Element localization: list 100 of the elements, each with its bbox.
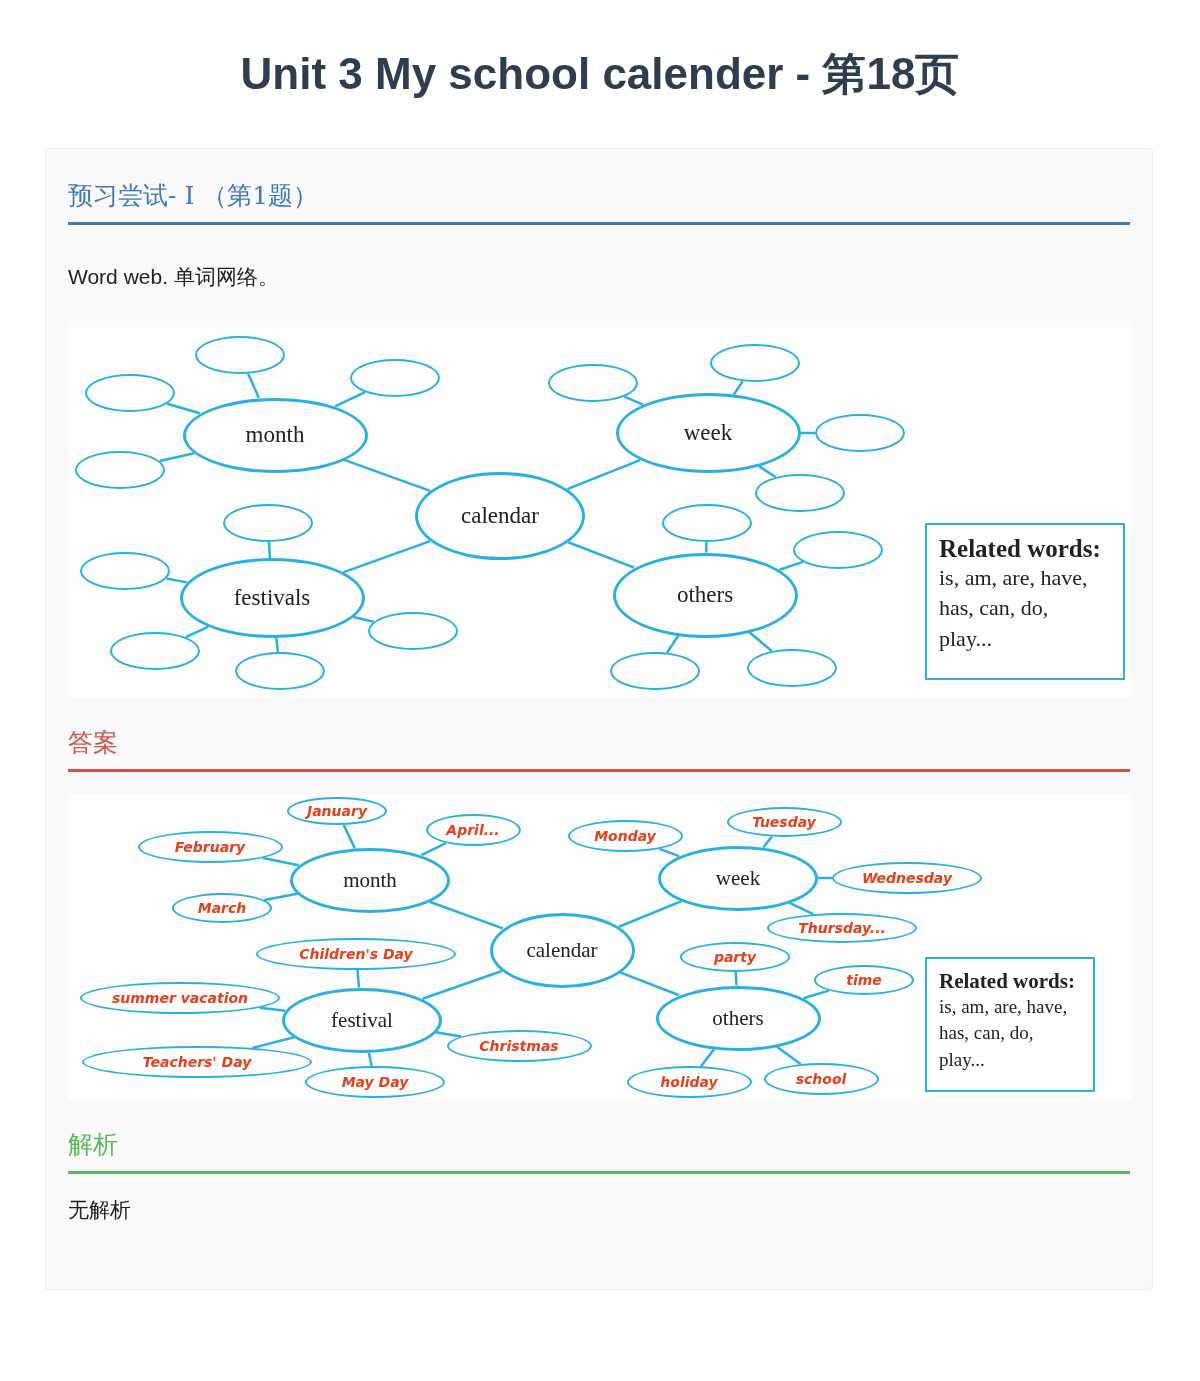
empty-ellipse xyxy=(195,336,285,374)
connector-line xyxy=(342,539,431,574)
connector-line xyxy=(166,577,188,584)
empty-ellipse xyxy=(80,552,170,590)
connector-line xyxy=(700,1048,716,1068)
empty-ellipse xyxy=(235,652,325,690)
empty-ellipse xyxy=(110,632,200,670)
box-text: is, am, are, have, has, can, do, play... xyxy=(939,994,1069,1072)
connector-line xyxy=(803,989,830,1000)
connector-line xyxy=(422,969,503,1000)
box-heading: Related words: xyxy=(939,968,1076,994)
connector-line xyxy=(185,625,209,639)
connector-line xyxy=(343,458,431,493)
empty-ellipse xyxy=(368,612,458,650)
empty-ellipse xyxy=(755,474,845,512)
topic-ellipse xyxy=(489,912,635,988)
connector-line xyxy=(356,969,361,988)
answer-word: Wednesday xyxy=(862,870,952,886)
answer-word: Monday xyxy=(594,828,656,844)
connector-line xyxy=(251,1036,295,1050)
connector-line xyxy=(748,631,773,652)
connector-line xyxy=(567,541,635,569)
box-heading: Related words: xyxy=(939,534,1102,563)
empty-ellipse xyxy=(548,364,638,402)
connector-line xyxy=(789,901,814,916)
topic-ellipse xyxy=(290,847,450,913)
answer-word: Tuesday xyxy=(752,814,816,830)
topic-word: others xyxy=(676,582,734,608)
answer-ellipse xyxy=(305,1066,445,1098)
connector-line xyxy=(623,395,644,406)
answer-word: party xyxy=(713,949,757,965)
explanation-text: 无解析 xyxy=(68,1197,132,1223)
topic-word: others xyxy=(712,1005,764,1031)
answer-word: summer vacation xyxy=(111,990,249,1006)
topic-word: calendar xyxy=(526,937,598,963)
topic-ellipse xyxy=(182,397,368,473)
answer-ellipse xyxy=(446,1030,592,1062)
answer-ellipse xyxy=(767,913,917,943)
answer-ellipse xyxy=(172,893,272,923)
answer-ellipse xyxy=(256,938,456,970)
connector-line xyxy=(779,560,804,571)
connector-line xyxy=(334,391,366,408)
box-text: is, am, are, have, has, can, do, play... xyxy=(939,563,1089,654)
connector-line xyxy=(166,402,201,415)
answer-word: January xyxy=(306,803,368,819)
empty-ellipse xyxy=(710,344,800,382)
answer-ellipse xyxy=(425,814,521,846)
topic-word: week xyxy=(683,420,733,446)
empty-ellipse xyxy=(223,504,313,542)
connector-line xyxy=(758,465,777,479)
connector-line xyxy=(619,971,680,997)
connector-line xyxy=(800,431,815,435)
answer-ellipse xyxy=(814,965,914,995)
answer-ellipse xyxy=(832,862,982,894)
connector-line xyxy=(566,458,641,491)
answer-word: March xyxy=(197,900,247,916)
answer-ellipse xyxy=(680,942,790,972)
topic-word: week xyxy=(715,865,761,891)
answer-ellipse xyxy=(287,797,387,825)
answer-ellipse xyxy=(763,1063,879,1095)
topic-word: calendar xyxy=(461,503,539,529)
topic-ellipse xyxy=(415,472,585,560)
connector-line xyxy=(259,1006,286,1012)
answer-word: Christmas xyxy=(479,1038,559,1054)
connector-line xyxy=(818,876,832,880)
related-words-box xyxy=(925,522,1125,680)
connector-line xyxy=(429,900,504,930)
answer-ellipse xyxy=(567,820,683,852)
empty-ellipse xyxy=(350,359,440,397)
connector-line xyxy=(704,541,708,553)
connector-line xyxy=(247,373,260,399)
related-words-box xyxy=(925,956,1095,1092)
topic-word: festivals xyxy=(233,585,311,611)
connector-line xyxy=(262,856,299,867)
answer-word: time xyxy=(846,972,882,988)
connector-line xyxy=(734,971,738,986)
instruction-text: Word web. 单词网络。 xyxy=(68,264,280,290)
connector-line xyxy=(264,892,298,902)
connector-line xyxy=(267,541,272,559)
answer-word: April... xyxy=(446,822,500,838)
connector-line xyxy=(666,635,680,654)
empty-ellipse xyxy=(747,649,837,687)
section-heading: 预习尝试- I （第1题） xyxy=(68,179,1130,225)
connector-line xyxy=(659,847,680,858)
connector-line xyxy=(353,615,374,623)
section-heading: 解析 xyxy=(68,1128,1130,1174)
connector-line xyxy=(342,824,356,849)
empty-ellipse xyxy=(75,451,165,489)
answer-ellipse xyxy=(726,807,842,837)
answer-word: Teachers' Day xyxy=(142,1054,252,1070)
answer-word: school xyxy=(795,1071,847,1087)
section-heading: 答案 xyxy=(68,726,1130,772)
connector-line xyxy=(762,835,773,848)
topic-word: festival xyxy=(331,1007,393,1033)
topic-word: month xyxy=(245,422,305,448)
topic-ellipse xyxy=(179,558,365,638)
empty-ellipse xyxy=(85,374,175,412)
topic-ellipse xyxy=(655,985,821,1051)
topic-ellipse xyxy=(282,987,442,1053)
connector-line xyxy=(367,1052,373,1067)
